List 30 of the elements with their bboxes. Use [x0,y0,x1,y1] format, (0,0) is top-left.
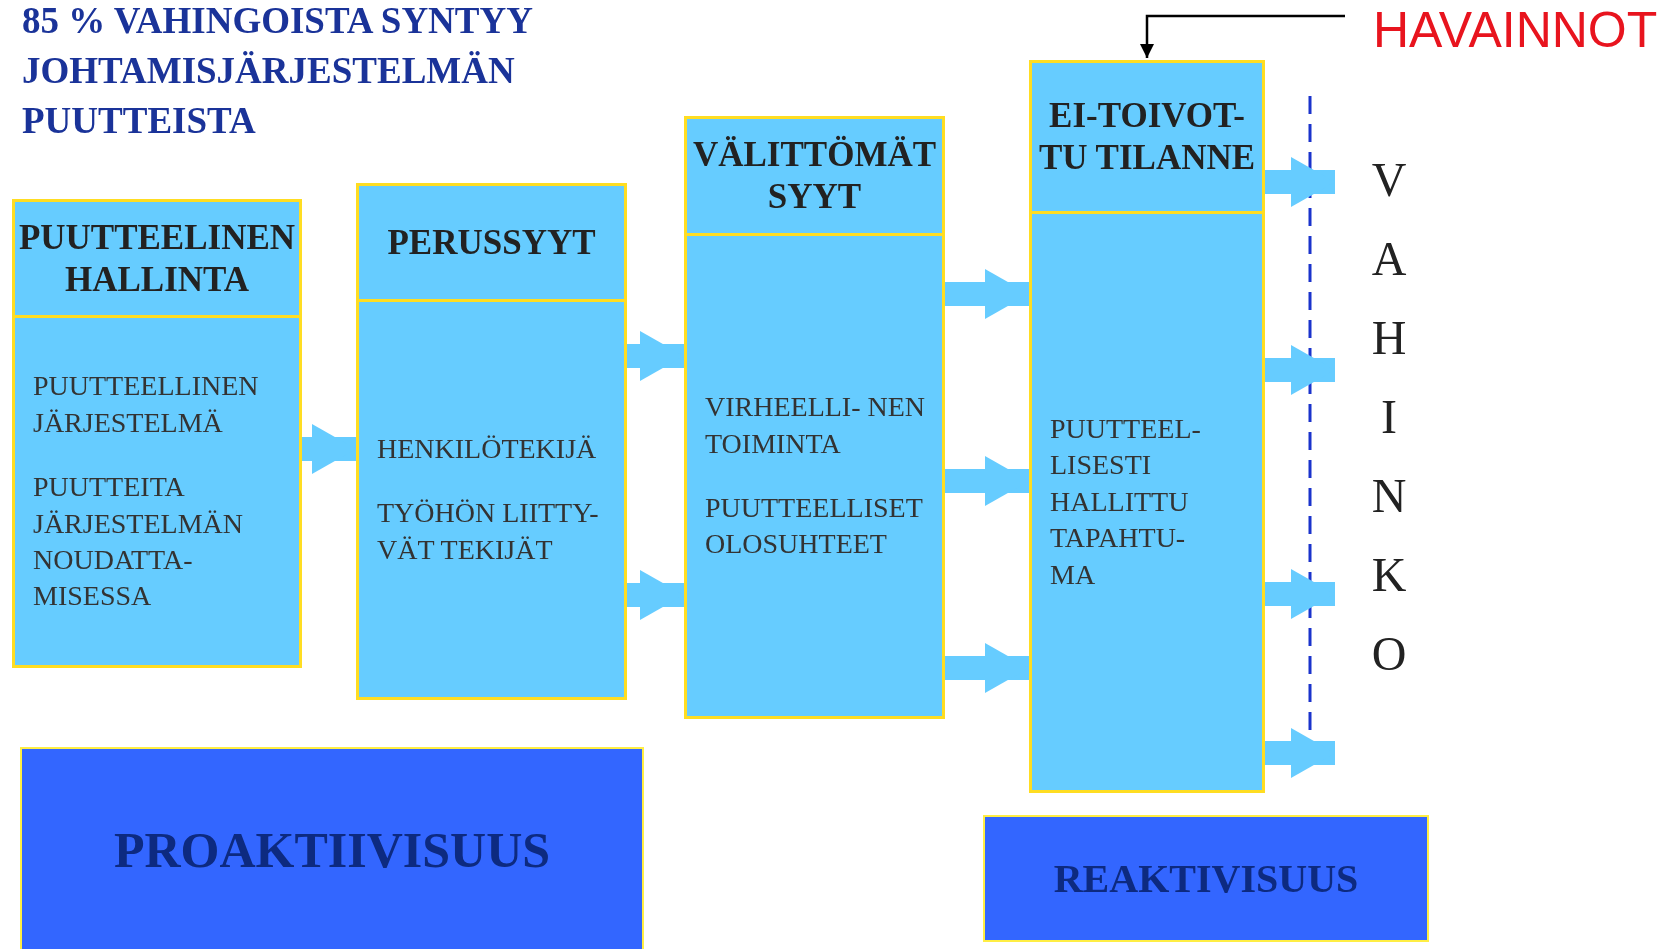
note-text: HAVAINNOT [1373,2,1673,58]
box-text: PUUTTEELLINEN JÄRJESTELMÄ [33,369,260,440]
banner-box: REAKTIVISUUS [983,815,1429,942]
block-arrow [945,456,1029,506]
box-heading: VÄLITTÖMÄT SYYT [691,134,938,218]
process-box [684,116,945,719]
block-arrow [302,424,356,474]
box-text: VIRHEELLI- NEN TOIMINTA [705,390,927,461]
block-arrow [627,570,684,620]
block-arrow [1265,569,1335,619]
box-text: HENKILÖTEKIJÄ [377,431,598,466]
block-arrow [945,643,1029,693]
box-text: PUUTTEEL- LISESTI HALLITTU TAPAHTU- MA [1050,412,1202,592]
box-heading: PERUSSYYT [387,221,596,264]
box-heading: EI-TOIVOT- TU TILANNE [1037,95,1257,179]
box-heading: PUUTTEELINEN HALLINTA [17,216,297,301]
process-box [12,199,302,668]
block-arrow [1265,728,1335,778]
arrow [1140,14,1345,58]
box-text: TYÖHÖN LIITTY- VÄT TEKIJÄT [377,496,600,567]
process-box [1029,60,1265,793]
block-arrow [627,331,684,381]
process-box [356,183,627,700]
box-text: PUUTTEITA JÄRJESTELMÄN NOUDATTA- MISESSA [33,470,244,614]
block-arrow [1265,345,1335,395]
banner-box: PROAKTIIVISUUS [20,747,644,949]
box-text: PUUTTEELLISET OLOSUHTEET [705,491,924,562]
title: 85 % VAHINGOISTA SYNTYY JOHTAMISJÄRJESTELMÄN PUUTTEISTA [22,0,534,143]
vertical-label: VAHINKO [1370,152,1408,682]
block-arrow [945,269,1029,319]
